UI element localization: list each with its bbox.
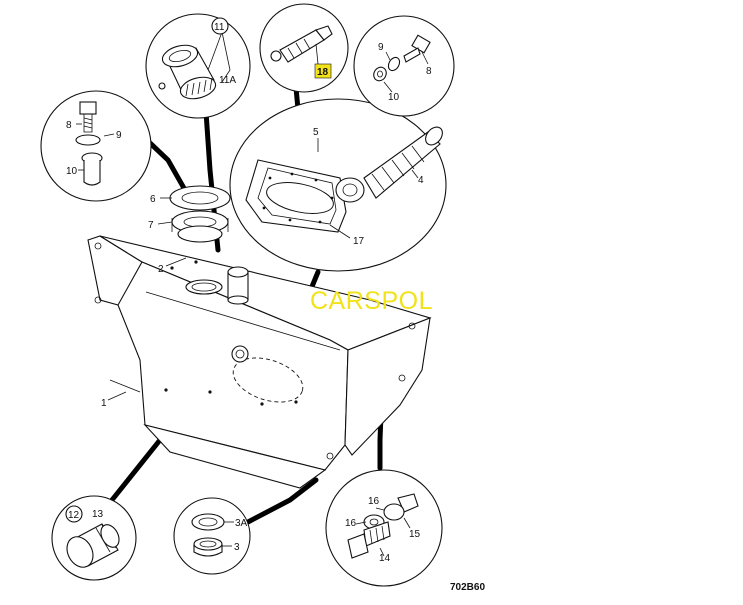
label-part-11a: 11A <box>219 75 236 86</box>
sensor-detail: 18 <box>259 3 349 93</box>
filler-cap-detail: 11 11A <box>145 13 251 119</box>
label-part-16-top: 16 <box>368 496 380 507</box>
drawing-code: 702B60 <box>450 582 485 593</box>
label-part-15: 15 <box>409 529 421 540</box>
label-part-8-left: 8 <box>66 120 72 131</box>
bolt-detail-top: 9 8 10 <box>353 15 455 117</box>
label-part-5: 5 <box>313 127 319 138</box>
label-part-9-top: 9 <box>378 42 384 53</box>
sender-unit-detail: 5 4 17 <box>229 98 447 272</box>
label-part-2: 2 <box>158 264 164 275</box>
label-part-3a: 3A <box>235 518 248 529</box>
label-part-18: 18 <box>317 67 329 78</box>
label-part-3: 3 <box>234 542 240 553</box>
label-part-10-left: 10 <box>66 166 78 177</box>
label-part-16-left: 16 <box>345 518 357 529</box>
watermark: CARSPOL <box>310 287 433 315</box>
label-part-17: 17 <box>353 236 365 247</box>
label-part-10-top: 10 <box>388 92 400 103</box>
fuel-tank <box>87 235 432 489</box>
label-part-12: 12 <box>68 510 80 521</box>
label-part-1: 1 <box>101 398 107 409</box>
gasket-assembly <box>169 185 231 243</box>
label-part-14: 14 <box>379 553 391 564</box>
drain-plug-detail: 12 13 <box>51 495 137 581</box>
label-part-9-left: 9 <box>116 130 122 141</box>
bolt-detail-left: 8 9 10 <box>40 90 152 202</box>
label-part-7: 7 <box>148 220 154 231</box>
label-part-8-top: 8 <box>426 66 432 77</box>
label-part-4: 4 <box>418 175 424 186</box>
label-part-11: 11 <box>214 22 225 33</box>
part-18-highlight <box>314 63 332 79</box>
seal-detail: 3A 3 <box>173 497 251 575</box>
tank-labels: 6 7 2 1 <box>101 194 187 409</box>
label-part-6: 6 <box>150 194 156 205</box>
fitting-detail: 16 16 15 14 <box>325 469 443 587</box>
label-part-13: 13 <box>92 509 104 520</box>
